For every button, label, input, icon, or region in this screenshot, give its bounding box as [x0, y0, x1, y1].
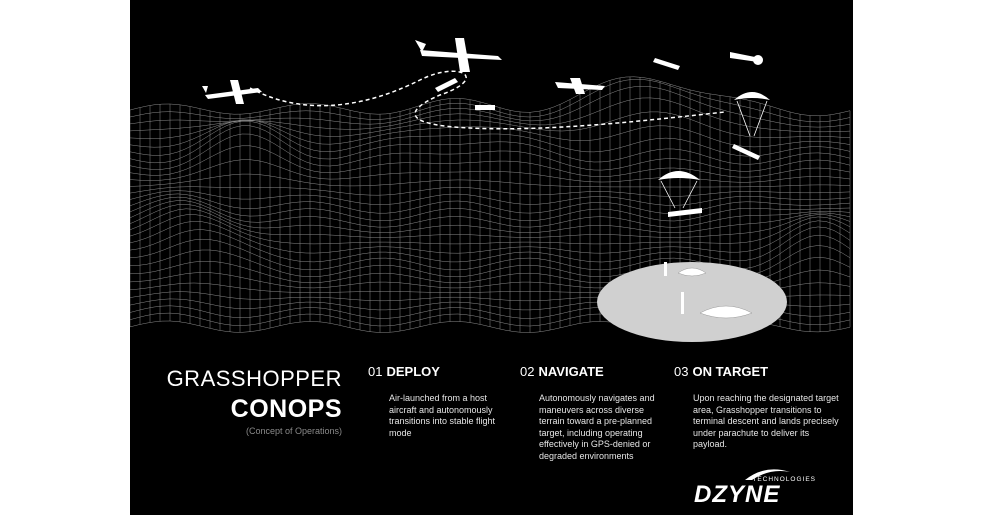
- landed-parachute-icon: [699, 305, 753, 319]
- parachute-descent-icon: [658, 92, 770, 217]
- headline-subtitle: (Concept of Operations): [245, 426, 342, 436]
- step-name: NAVIGATE: [538, 364, 604, 379]
- target-zone: [597, 262, 787, 342]
- host-aircraft-icon: [202, 80, 262, 104]
- logo-tagline: TECHNOLOGIES: [752, 476, 816, 483]
- step-number: 02: [520, 364, 535, 379]
- terrain-scene: [130, 38, 851, 342]
- logo-swoosh-icon: [745, 469, 790, 480]
- step-name: DEPLOY: [386, 364, 440, 379]
- flight-path: [249, 70, 726, 130]
- step-description: Upon reaching the designated target area…: [693, 393, 839, 449]
- logo-wordmark: DZYNE: [694, 481, 781, 508]
- dzyne-logo: TECHNOLOGIES DZYNE: [690, 462, 840, 508]
- conops-graphic: GRASSHOPPER CONOPS (Concept of Operation…: [130, 0, 853, 515]
- grasshopper-drone-icon: [435, 52, 763, 110]
- step-description: Air-launched from a host aircraft and au…: [389, 393, 496, 438]
- headline-line1: GRASSHOPPER: [166, 366, 342, 391]
- step-name: ON TARGET: [692, 364, 769, 379]
- headline-line2: CONOPS: [230, 395, 342, 423]
- landed-drone-icon: [681, 292, 684, 314]
- step-description: Autonomously navigates and maneuvers acr…: [539, 393, 655, 461]
- step-number: 01: [368, 364, 383, 379]
- landed-parachute-icon: [677, 267, 707, 277]
- landed-drone-icon: [664, 262, 667, 276]
- transport-aircraft-icon: [415, 38, 502, 72]
- step-number: 03: [674, 364, 689, 379]
